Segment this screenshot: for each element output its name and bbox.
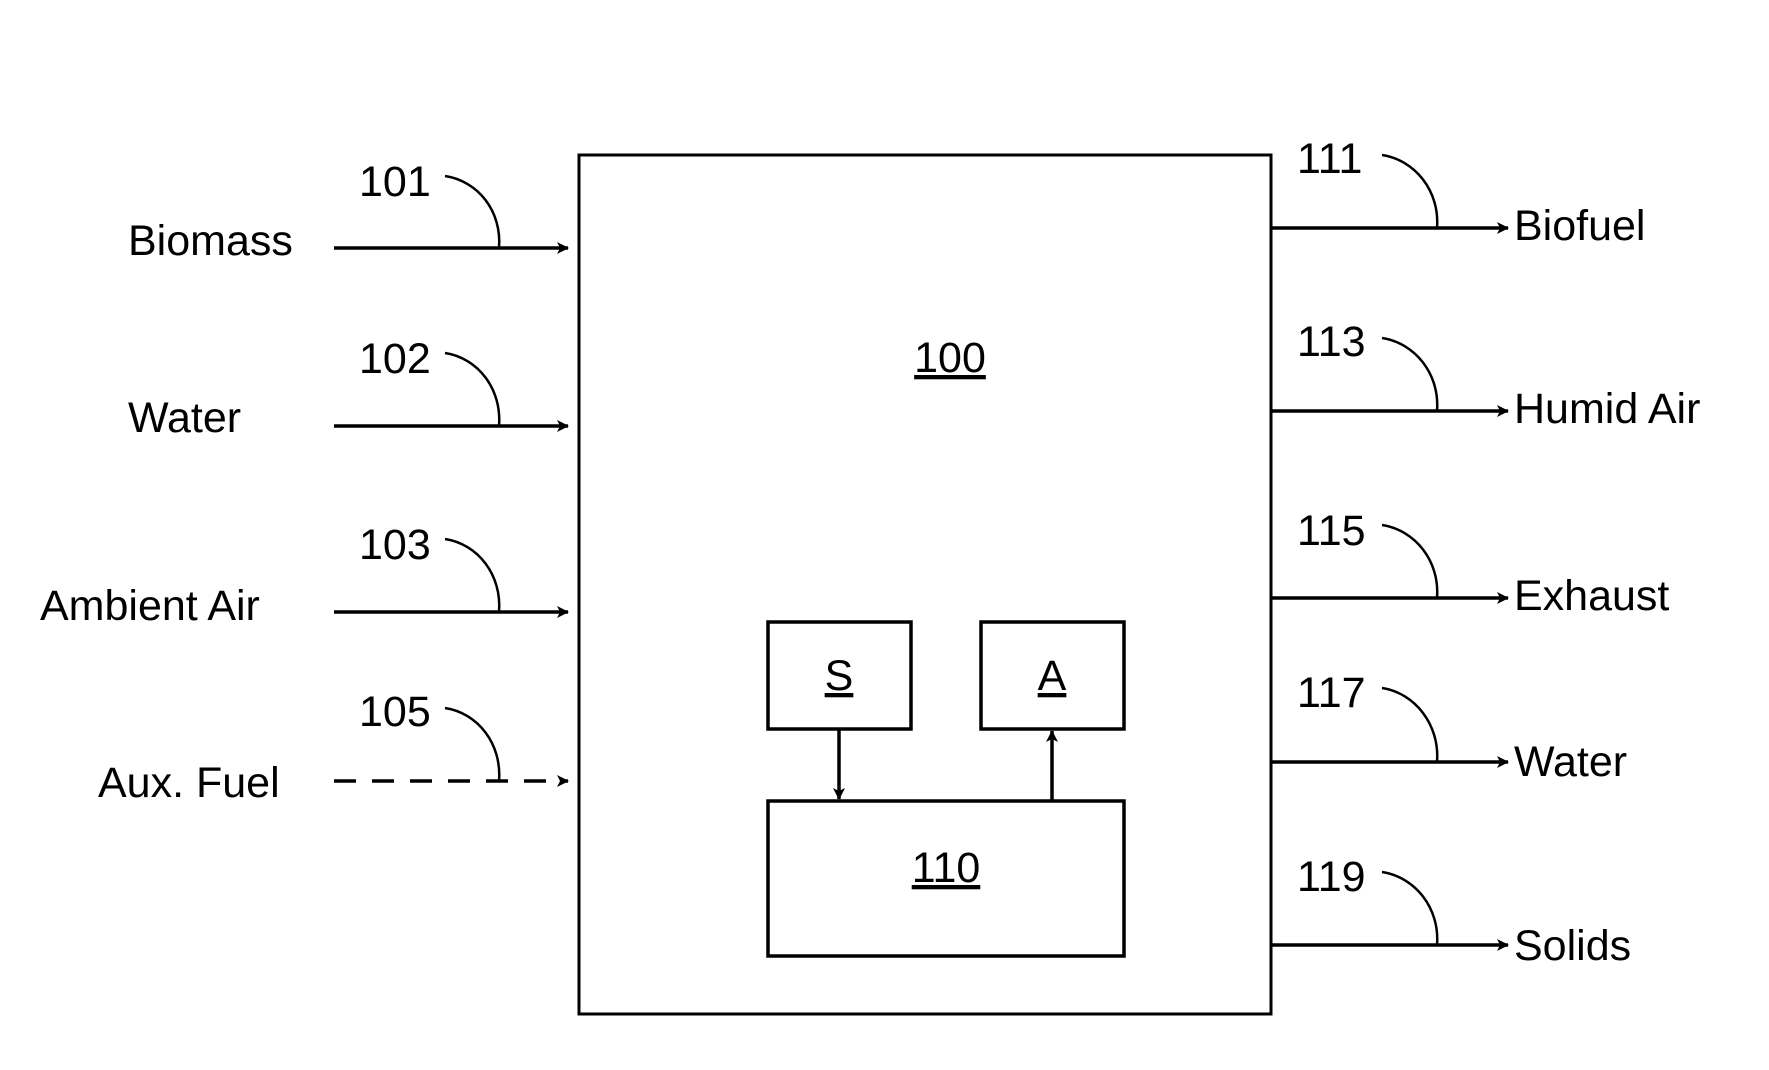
input-label: Ambient Air bbox=[40, 582, 260, 630]
leader-line bbox=[445, 176, 499, 248]
input-label: Aux. Fuel bbox=[98, 759, 280, 807]
output-label: Biofuel bbox=[1514, 202, 1645, 250]
input-biomass: Biomass 101 bbox=[128, 158, 568, 265]
reference-number: 119 bbox=[1297, 853, 1366, 901]
output-label: Humid Air bbox=[1514, 385, 1700, 433]
output-label: Water bbox=[1514, 738, 1627, 786]
input-ambient-air: Ambient Air 103 bbox=[40, 521, 568, 630]
reference-number: 101 bbox=[359, 158, 431, 206]
input-water: Water 102 bbox=[128, 335, 568, 442]
output-solids: Solids 119 bbox=[1271, 853, 1631, 970]
leader-line bbox=[1382, 525, 1437, 598]
reference-number: 117 bbox=[1297, 669, 1366, 717]
input-aux-fuel: Aux. Fuel 105 bbox=[98, 688, 568, 807]
leader-line bbox=[1382, 688, 1437, 762]
leader-line bbox=[445, 539, 499, 612]
actuator-label: A bbox=[1038, 652, 1067, 700]
input-label: Biomass bbox=[128, 217, 293, 265]
output-water: Water 117 bbox=[1271, 669, 1627, 786]
main-box-ref: 100 bbox=[914, 334, 986, 382]
leader-line bbox=[1382, 338, 1437, 411]
leader-line bbox=[445, 708, 499, 781]
input-label: Water bbox=[128, 394, 241, 442]
output-label: Solids bbox=[1514, 922, 1631, 970]
leader-line bbox=[445, 353, 499, 426]
reference-number: 113 bbox=[1297, 318, 1366, 366]
output-exhaust: Exhaust 115 bbox=[1271, 507, 1669, 620]
output-label: Exhaust bbox=[1514, 572, 1669, 620]
leader-line bbox=[1382, 155, 1437, 228]
reference-number: 105 bbox=[359, 688, 431, 736]
output-humid-air: Humid Air 113 bbox=[1271, 318, 1700, 433]
reference-number: 102 bbox=[359, 335, 431, 383]
reference-number: 103 bbox=[359, 521, 431, 569]
leader-line bbox=[1382, 872, 1437, 945]
controller-ref: 110 bbox=[912, 844, 981, 892]
output-biofuel: Biofuel 111 bbox=[1271, 135, 1645, 250]
reference-number: 115 bbox=[1297, 507, 1366, 555]
sensor-label: S bbox=[825, 652, 854, 700]
reference-number: 111 bbox=[1297, 135, 1362, 183]
